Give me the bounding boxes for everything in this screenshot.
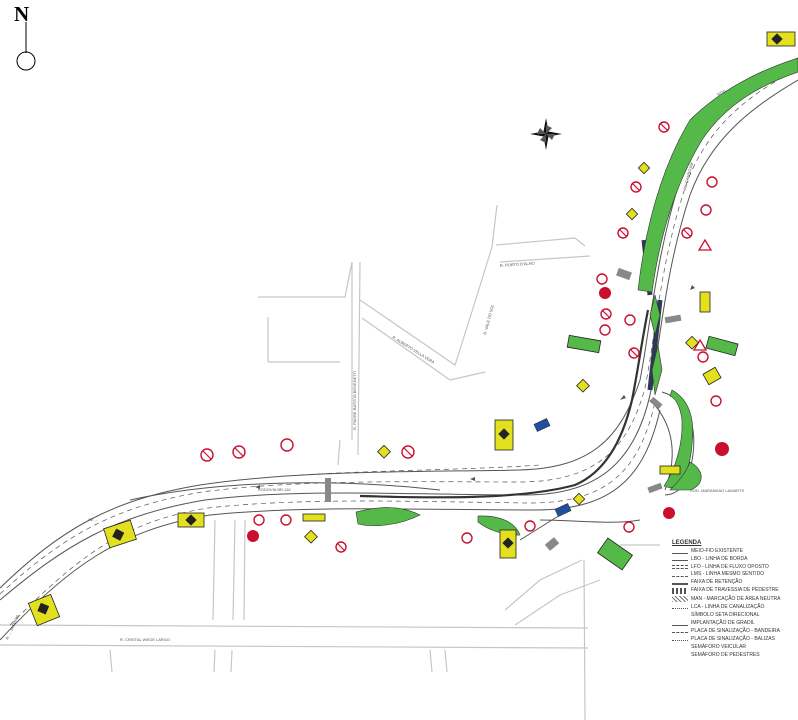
legend-label: LCA - LINHA DE CANALIZAÇÃO [691,603,765,610]
compass-rose-icon [530,118,562,150]
legend-item: PLACA DE SINALIZAÇÃO - BALIZAS [672,635,796,642]
legend-label: FAIXA DE TRAVESSIA DE PEDESTRE [691,587,779,594]
legend-swatch [672,632,688,634]
stop-signs [247,287,729,542]
legend-item: PLACA DE SINALIZAÇÃO - BANDEIRA [672,627,796,634]
legend-item: SEMÁFORO VEICULAR [672,643,796,651]
legend-swatch [672,596,688,603]
yellow-boards [27,31,796,627]
crosswalks [325,267,682,551]
legend-item: FAIXA DE RETENÇÃO [672,579,796,585]
legend-label: SEMÁFORO VEICULAR [691,643,747,650]
legend-swatch [672,640,688,642]
legend-item: SÍMBOLO SETA DIRECIONAL [672,611,796,619]
legend-label: FAIXA DE RETENÇÃO [691,579,743,585]
north-arrow-icon [16,22,36,71]
legend-label: MAN - MARCAÇÃO DE ÁREA NEUTRA [691,595,781,602]
warning-triangles [692,238,713,351]
legend-item: LCA - LINHA DE CANALIZAÇÃO [672,603,796,610]
green-boards [566,334,739,571]
direction-arrows [255,285,695,489]
prohibition-bars [202,122,692,552]
legend-item: LBO - LINHA DE BORDA [672,555,796,562]
legend-label: LFO - LINHA DE FLUXO OPOSTO [691,563,769,570]
legend-label: PLACA DE SINALIZAÇÃO - BANDEIRA [691,627,780,634]
legend-label: SEMÁFORO DE PEDESTRES [691,652,760,659]
legend-label: PLACA DE SINALIZAÇÃO - BALIZAS [691,635,775,642]
north-label: N [14,2,30,26]
yellow-diamond-signs [304,161,699,544]
legend-label: SÍMBOLO SETA DIRECIONAL [691,611,760,618]
legend-label: MEIO-FIO EXISTENTE [691,548,743,554]
legend-item: LMS - LINHA MESMO SENTIDO [672,571,796,578]
legend-swatch [672,608,688,610]
legend-label: LBO - LINHA DE BORDA [691,555,748,562]
legend-label: LMS - LINHA MESMO SENTIDO [691,571,765,578]
legend-item: SEMÁFORO DE PEDESTRES [672,652,796,659]
legend-swatch [672,644,688,651]
legend-swatch [672,582,688,585]
legend-swatch [672,624,688,626]
legend-swatch [672,587,688,594]
legend-label: IMPLANTAÇÃO DE GRADIL [691,620,755,626]
legend-swatch [672,575,688,577]
board-glyphs [37,33,783,615]
blue-symbols [533,418,572,517]
legend-swatch [672,652,688,659]
legend-item: LFO - LINHA DE FLUXO OPOSTO [672,563,796,570]
central-barrier [359,309,650,499]
lane-markings [0,68,798,626]
legend-swatch [672,560,688,562]
legend-swatch [672,552,688,554]
legend-item: FAIXA DE TRAVESSIA DE PEDESTRE [672,587,796,594]
legend-swatch [672,565,688,570]
legend-item: IMPLANTAÇÃO DE GRADIL [672,620,796,626]
legend-item: MEIO-FIO EXISTENTE [672,548,796,554]
legend-item: MAN - MARCAÇÃO DE ÁREA NEUTRA [672,595,796,603]
street-grid [0,204,660,720]
legend-swatch [672,612,688,619]
legend-title: LEGENDA [672,540,702,546]
